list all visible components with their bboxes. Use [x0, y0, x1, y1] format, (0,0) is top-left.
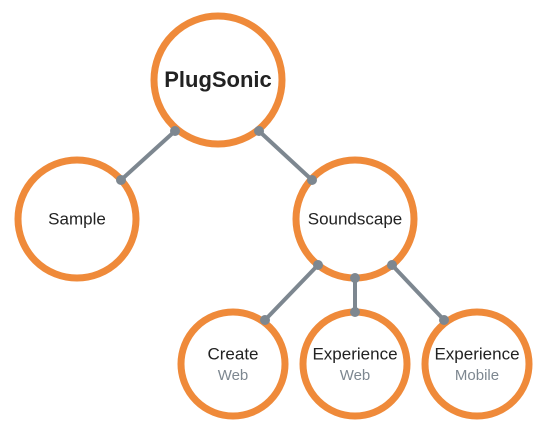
edge-root-soundscape: [257, 129, 314, 182]
node-create-web-circle: [177, 308, 289, 420]
edge-soundscape-create-web: [263, 263, 320, 322]
joint-soundscape-bottom: [350, 273, 360, 283]
joint-soundscape-left: [313, 260, 323, 270]
joints: [116, 126, 449, 325]
joint-root-right: [254, 126, 264, 136]
node-root-label: PlugSonic: [164, 67, 272, 92]
edge-soundscape-experience-mobile: [390, 263, 446, 322]
node-experience-mobile-sublabel: Mobile: [455, 367, 499, 384]
node-experience-web-sublabel: Web: [340, 367, 371, 384]
node-experience-web: Experience Web: [299, 308, 411, 420]
node-experience-web-label: Experience: [312, 344, 397, 363]
joint-soundscape-right: [387, 260, 397, 270]
joint-experience-web-top: [350, 307, 360, 317]
node-experience-mobile-label: Experience: [434, 344, 519, 363]
node-experience-mobile: Experience Mobile: [421, 308, 533, 420]
edge-root-sample: [119, 129, 177, 182]
node-root: PlugSonic: [150, 12, 286, 148]
node-soundscape-label: Soundscape: [308, 209, 403, 228]
node-create-web-label: Create: [207, 344, 258, 363]
joint-create-web-top: [260, 315, 270, 325]
node-experience-web-circle: [299, 308, 411, 420]
node-create-web-sublabel: Web: [218, 367, 249, 384]
joint-experience-mobile-top: [439, 315, 449, 325]
node-create-web: Create Web: [177, 308, 289, 420]
node-experience-mobile-circle: [421, 308, 533, 420]
node-sample-circle: [14, 156, 140, 282]
node-sample-label: Sample: [48, 209, 106, 228]
node-sample: Sample: [14, 156, 140, 282]
joint-soundscape-top: [307, 175, 317, 185]
edges: [119, 129, 446, 322]
joint-sample-top: [116, 175, 126, 185]
node-root-circle: [150, 12, 286, 148]
joint-root-left: [170, 126, 180, 136]
